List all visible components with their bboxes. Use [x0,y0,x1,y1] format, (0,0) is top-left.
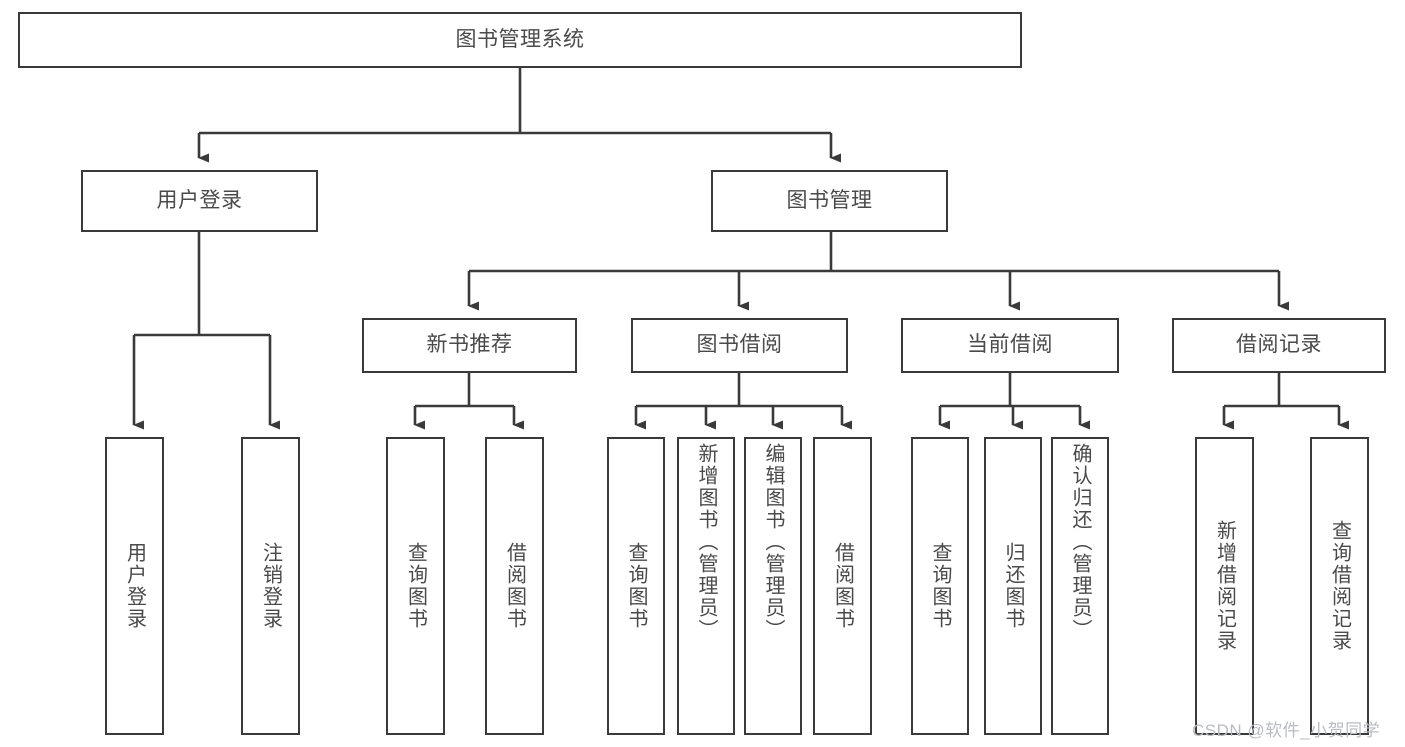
node-current-borrow[interactable]: 当前借阅 [901,318,1119,373]
node-label: 查询图书 [404,542,427,630]
node-label: 图书管理系统 [455,27,585,51]
node-label: 查询图书 [625,542,647,630]
node-leaf-user-logout[interactable]: 注销登录 [241,437,300,735]
node-label: 借阅记录 [1236,333,1322,357]
node-label: 查询借阅记录 [1328,520,1351,652]
node-label: 查询图书 [929,542,951,630]
node-leaf-edit-book[interactable]: 编辑图书（管理员） [744,437,802,735]
node-book-manage[interactable]: 图书管理 [711,170,948,232]
node-label: 图书借阅 [696,333,783,357]
node-leaf-confirm-return[interactable]: 确认归还（管理员） [1051,437,1109,735]
node-label: 注销登录 [259,542,282,630]
node-label: 确认归还（管理员） [1069,443,1091,641]
node-borrow-record[interactable]: 借阅记录 [1172,318,1386,373]
node-leaf-query-borrow-record[interactable]: 查询借阅记录 [1310,437,1369,735]
node-leaf-query-book-current[interactable]: 查询图书 [911,437,969,735]
node-label: 用户登录 [156,188,243,212]
node-label: 归还图书 [1002,542,1024,630]
node-label: 新书推荐 [426,333,513,357]
node-leaf-borrow-book[interactable]: 借阅图书 [813,437,872,735]
node-label: 新增图书（管理员） [695,443,717,641]
node-label: 编辑图书（管理员） [762,443,784,641]
node-leaf-user-login[interactable]: 用户登录 [105,437,164,735]
node-leaf-add-book[interactable]: 新增图书（管理员） [677,437,735,735]
node-leaf-query-book-recommend[interactable]: 查询图书 [386,437,445,735]
node-label: 借阅图书 [831,542,854,630]
watermark-text: CSDN @软件_小贺同学 [1192,721,1381,740]
node-new-book-recommend[interactable]: 新书推荐 [362,318,577,373]
node-label: 新增借阅记录 [1213,520,1236,652]
node-book-borrow[interactable]: 图书借阅 [631,318,848,373]
node-leaf-return-book[interactable]: 归还图书 [984,437,1042,735]
node-leaf-borrow-book-recommend[interactable]: 借阅图书 [485,437,544,735]
node-label: 用户登录 [123,542,146,630]
node-root-system[interactable]: 图书管理系统 [18,12,1022,68]
node-label: 借阅图书 [503,542,526,630]
node-user-login[interactable]: 用户登录 [81,170,318,232]
node-leaf-query-book-borrow[interactable]: 查询图书 [607,437,665,735]
node-label: 图书管理 [786,188,873,212]
node-leaf-add-borrow-record[interactable]: 新增借阅记录 [1195,437,1254,735]
node-label: 当前借阅 [967,333,1053,357]
